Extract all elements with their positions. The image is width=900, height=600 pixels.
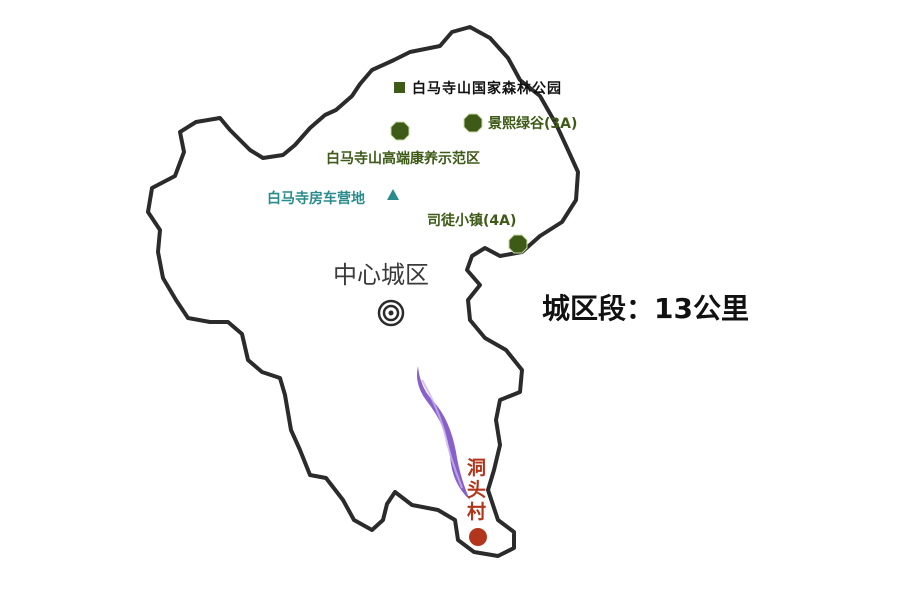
village-label-char-3: 村: [467, 500, 486, 523]
kangyang-label: 白马寺山高端康养示范区: [326, 150, 480, 167]
park-square-icon: [394, 82, 405, 93]
campsite-triangle-icon: [387, 189, 399, 200]
city-center-label: 中心城区: [333, 261, 429, 289]
park-label: 白马寺山国家森林公园: [412, 80, 562, 97]
campsite-label: 白马寺房车营地: [267, 190, 365, 207]
village-label-char-1: 洞: [467, 457, 486, 479]
region-boundary: [146, 25, 580, 558]
village-dot-icon: [469, 528, 487, 546]
jingxi-label: 景熙绿谷(3A): [488, 115, 577, 132]
segment-distance-label: 城区段：13公里: [542, 292, 749, 325]
village-label-char-2: 头: [467, 479, 486, 501]
situ-octagon-icon: [508, 234, 528, 254]
city-center-icon: [377, 299, 405, 327]
situ-label: 司徒小镇(4A): [427, 212, 516, 229]
jingxi-octagon-icon: [463, 113, 483, 133]
kangyang-octagon-icon: [390, 121, 410, 141]
route-stroke-highlight: [421, 379, 463, 489]
route-stroke: [417, 366, 470, 500]
